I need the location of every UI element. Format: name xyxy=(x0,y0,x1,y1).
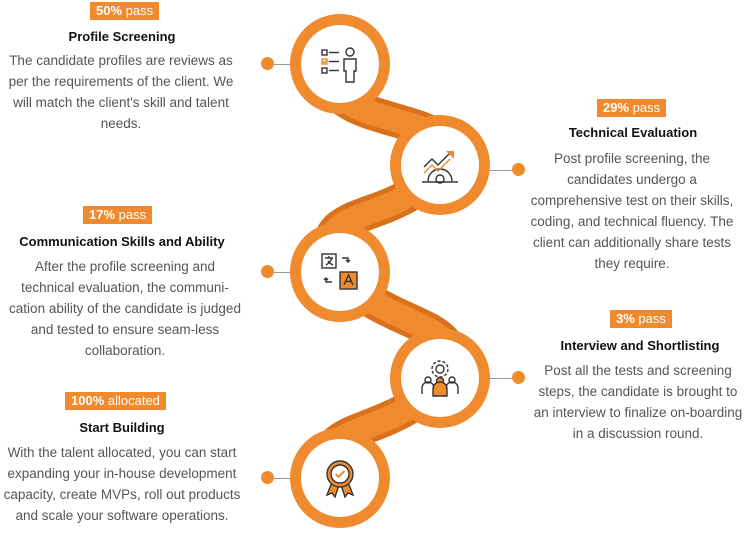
step-1-description: The candidate profiles are reviews as pe… xyxy=(8,53,234,131)
translate-icon xyxy=(321,253,358,290)
step-3-title: Communication Skills and Ability xyxy=(19,234,225,249)
step-3-connector-line xyxy=(274,272,290,273)
step-5-badge: 100% allocated xyxy=(65,392,166,410)
step-5-connector-line xyxy=(274,478,290,479)
step-2-badge: 29% pass xyxy=(597,99,667,117)
step-1-node xyxy=(301,25,379,103)
step-4-node xyxy=(401,339,479,417)
step-5-description: With the talent allocated, you can start… xyxy=(3,445,241,523)
step-3-dot xyxy=(261,265,274,278)
step-1-dot xyxy=(261,57,274,70)
step-2-status: pass xyxy=(632,100,661,115)
step-4-badge: 3% pass xyxy=(610,310,672,328)
step-1-status: pass xyxy=(125,3,154,18)
step-3-node xyxy=(301,233,379,311)
team-gear-icon xyxy=(421,360,459,397)
step-3-pct: 17% xyxy=(89,207,116,222)
step-2-pct: 29% xyxy=(603,100,630,115)
step-3-status: pass xyxy=(118,207,147,222)
growth-chart-gear-icon xyxy=(422,151,458,184)
step-5-dot xyxy=(261,471,274,484)
step-4-status: pass xyxy=(638,311,666,326)
step-2-connector-line xyxy=(490,170,514,171)
step-4-dot xyxy=(512,371,525,384)
step-5-status: allocated xyxy=(107,393,160,408)
step-5-title: Start Building xyxy=(79,420,165,435)
step-2-dot xyxy=(512,163,525,176)
step-3-badge: 17% pass xyxy=(83,206,153,224)
step-2-node xyxy=(401,126,479,204)
step-1-pct: 50% xyxy=(96,3,123,18)
step-4-description: Post all the tests and screening steps, … xyxy=(533,363,743,441)
step-4-pct: 3% xyxy=(616,311,635,326)
step-2-description: Post profile screening, the candidates u… xyxy=(530,151,734,271)
award-badge-icon xyxy=(325,460,355,498)
checklist-person-icon xyxy=(321,47,357,83)
step-4-title: Interview and Shortlisting xyxy=(560,338,720,353)
step-1-connector-line xyxy=(274,64,290,65)
step-5-pct: 100% xyxy=(71,393,105,408)
step-4-connector-line xyxy=(490,378,514,379)
step-5-node xyxy=(301,439,379,517)
step-2-title: Technical Evaluation xyxy=(568,125,698,140)
step-1-badge: 50% pass xyxy=(90,2,160,20)
step-3-description: After the profile screening and technica… xyxy=(9,259,241,358)
step-1-title: Profile Screening xyxy=(68,29,176,44)
